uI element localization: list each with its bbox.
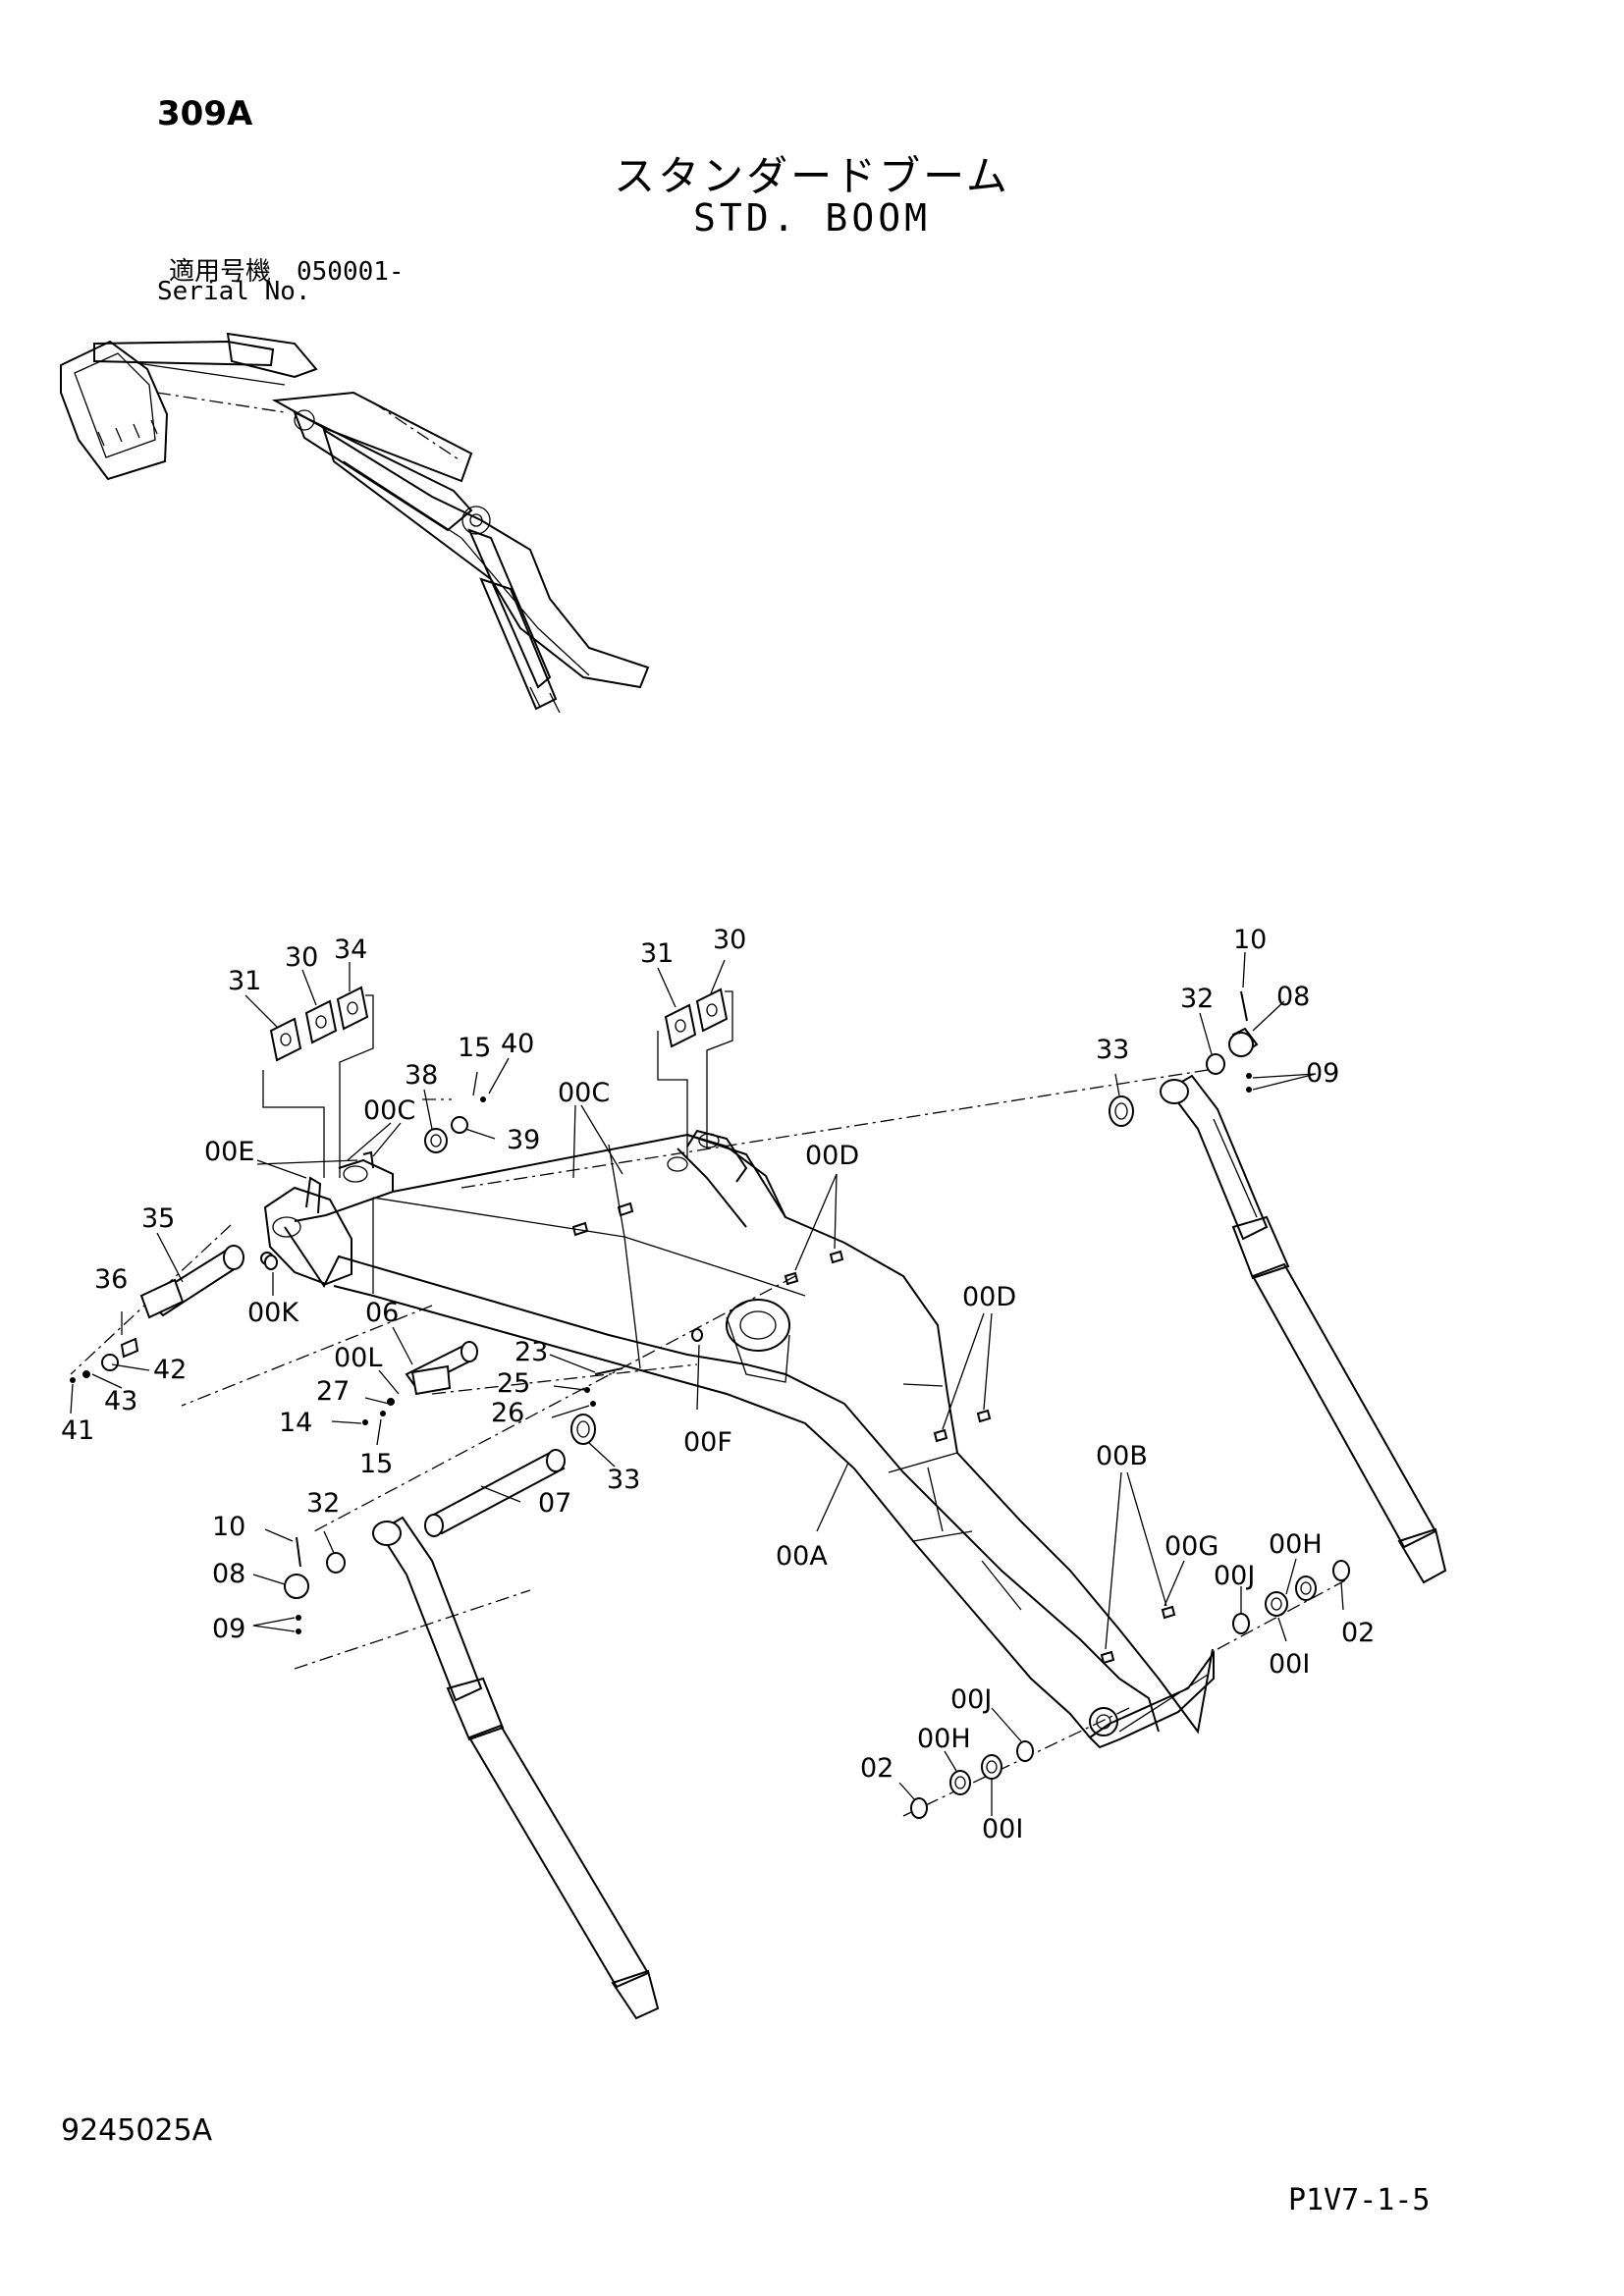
leader-lines xyxy=(70,951,1344,1816)
callout-00G: 00G xyxy=(1164,1531,1218,1562)
callout-00H: 00H xyxy=(917,1724,971,1754)
callout-43: 43 xyxy=(104,1386,137,1416)
callout-00K: 00K xyxy=(247,1298,299,1328)
callout-14: 14 xyxy=(279,1408,312,1438)
callout-09: 09 xyxy=(1306,1058,1339,1089)
document-number: 9245025A xyxy=(61,2113,213,2148)
callout-00A: 00A xyxy=(776,1541,828,1572)
callout-06: 06 xyxy=(365,1298,399,1328)
callout-00C: 00C xyxy=(363,1095,415,1126)
callout-09: 09 xyxy=(212,1614,245,1644)
callout-labels: 31 30 34 31 30 10 32 08 09 33 15 40 38 3… xyxy=(61,925,1375,1844)
title-english: STD. BOOM xyxy=(693,196,931,240)
boom-body xyxy=(263,1129,1215,1749)
page-reference: P1V7-1-5 xyxy=(1288,2183,1431,2217)
callout-00E: 00E xyxy=(204,1137,254,1167)
callout-30: 30 xyxy=(713,925,746,955)
callout-33: 33 xyxy=(607,1465,640,1495)
callout-00C: 00C xyxy=(558,1078,610,1108)
callout-02: 02 xyxy=(860,1753,893,1784)
callout-00I: 00I xyxy=(982,1814,1023,1844)
callout-30: 30 xyxy=(285,942,318,973)
callout-15: 15 xyxy=(359,1449,393,1479)
callout-34: 34 xyxy=(334,934,367,965)
page-code: 309A xyxy=(157,94,253,133)
title-japanese: スタンダードブーム xyxy=(614,152,1010,200)
callout-42: 42 xyxy=(153,1355,187,1385)
serial-label-japanese: 適用号機 050001- xyxy=(169,257,405,287)
callout-35: 35 xyxy=(141,1203,175,1234)
callout-38: 38 xyxy=(405,1060,438,1091)
boom-cylinder-left xyxy=(372,1516,660,2020)
callout-00B: 00B xyxy=(1096,1441,1148,1471)
callout-33: 33 xyxy=(1096,1035,1129,1065)
callout-07: 07 xyxy=(538,1488,571,1519)
boom-cylinder-right xyxy=(1160,1074,1447,1584)
callout-02: 02 xyxy=(1341,1618,1375,1648)
callout-39: 39 xyxy=(507,1125,540,1155)
callout-32: 32 xyxy=(306,1488,340,1519)
callout-08: 08 xyxy=(212,1559,245,1589)
parts xyxy=(70,986,1350,1819)
callout-10: 10 xyxy=(212,1512,245,1542)
callout-41: 41 xyxy=(61,1415,94,1446)
callout-00L: 00L xyxy=(334,1343,382,1373)
callout-08: 08 xyxy=(1276,982,1310,1012)
callout-00D: 00D xyxy=(805,1141,859,1171)
callout-00D: 00D xyxy=(962,1282,1016,1312)
callout-36: 36 xyxy=(94,1264,128,1295)
callout-00J: 00J xyxy=(950,1684,992,1715)
overview-sketch xyxy=(60,332,650,714)
callout-00J: 00J xyxy=(1214,1561,1255,1591)
callout-32: 32 xyxy=(1180,984,1214,1014)
callout-00I: 00I xyxy=(1269,1649,1310,1680)
callout-23: 23 xyxy=(514,1337,548,1367)
callout-15: 15 xyxy=(458,1033,491,1063)
callout-00H: 00H xyxy=(1269,1529,1323,1560)
callout-31: 31 xyxy=(228,966,261,996)
callout-25: 25 xyxy=(497,1368,530,1399)
center-lines xyxy=(70,1069,1346,1817)
callout-00F: 00F xyxy=(683,1427,732,1458)
callout-40: 40 xyxy=(501,1029,534,1059)
callout-26: 26 xyxy=(491,1398,524,1428)
callout-31: 31 xyxy=(640,938,674,969)
callout-27: 27 xyxy=(316,1376,350,1407)
serial-label-english: Serial No. xyxy=(157,277,311,306)
callout-10: 10 xyxy=(1233,925,1267,955)
